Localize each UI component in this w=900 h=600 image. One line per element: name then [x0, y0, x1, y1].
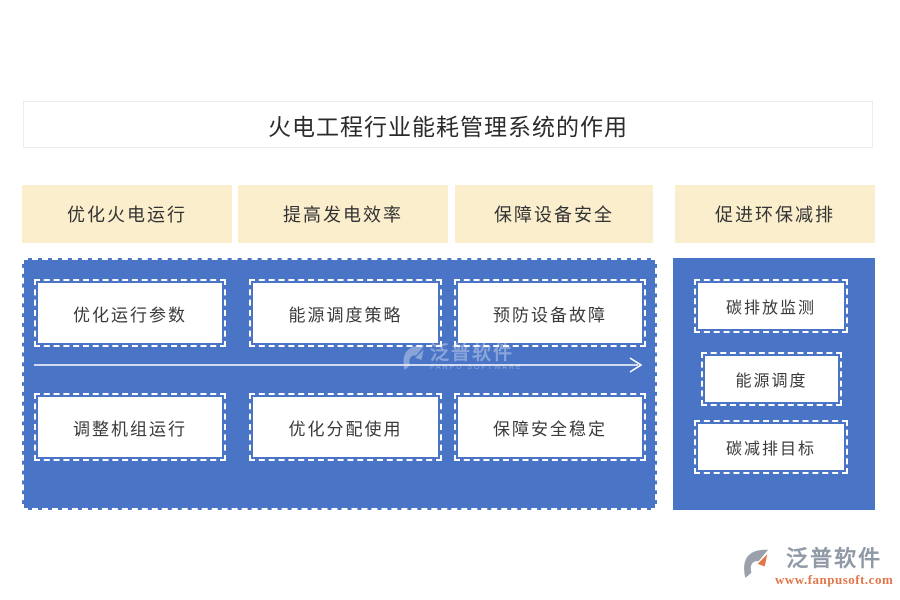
right-arrow [34, 357, 643, 373]
header-environment-reduction: 促进环保减排 [675, 185, 875, 243]
footer-brand: 泛普软件 www.fanpusoft.com [740, 546, 893, 587]
side-box-carbon-target: 碳减排目标 [694, 420, 848, 474]
footer-website: www.fanpusoft.com [775, 572, 894, 587]
fanpu-logo-icon [744, 549, 769, 578]
main-box-energy-dispatch-strategy: 能源调度策略 [249, 279, 442, 347]
main-box-prevent-faults: 预防设备故障 [454, 279, 646, 347]
footer-brand-name: 泛普软件 [786, 546, 883, 571]
header-optimize-operation: 优化火电运行 [22, 185, 232, 243]
header-equipment-safety: 保障设备安全 [455, 185, 653, 243]
side-box-energy-dispatch: 能源调度 [701, 352, 842, 406]
main-box-ensure-stability: 保障安全稳定 [454, 393, 646, 461]
main-box-optimize-params: 优化运行参数 [34, 279, 226, 347]
side-box-carbon-monitoring: 碳排放监测 [694, 279, 848, 333]
main-box-adjust-units: 调整机组运行 [34, 393, 226, 461]
main-box-optimize-allocation: 优化分配使用 [249, 393, 442, 461]
header-improve-efficiency: 提高发电效率 [238, 185, 448, 243]
page-title: 火电工程行业能耗管理系统的作用 [23, 101, 873, 148]
